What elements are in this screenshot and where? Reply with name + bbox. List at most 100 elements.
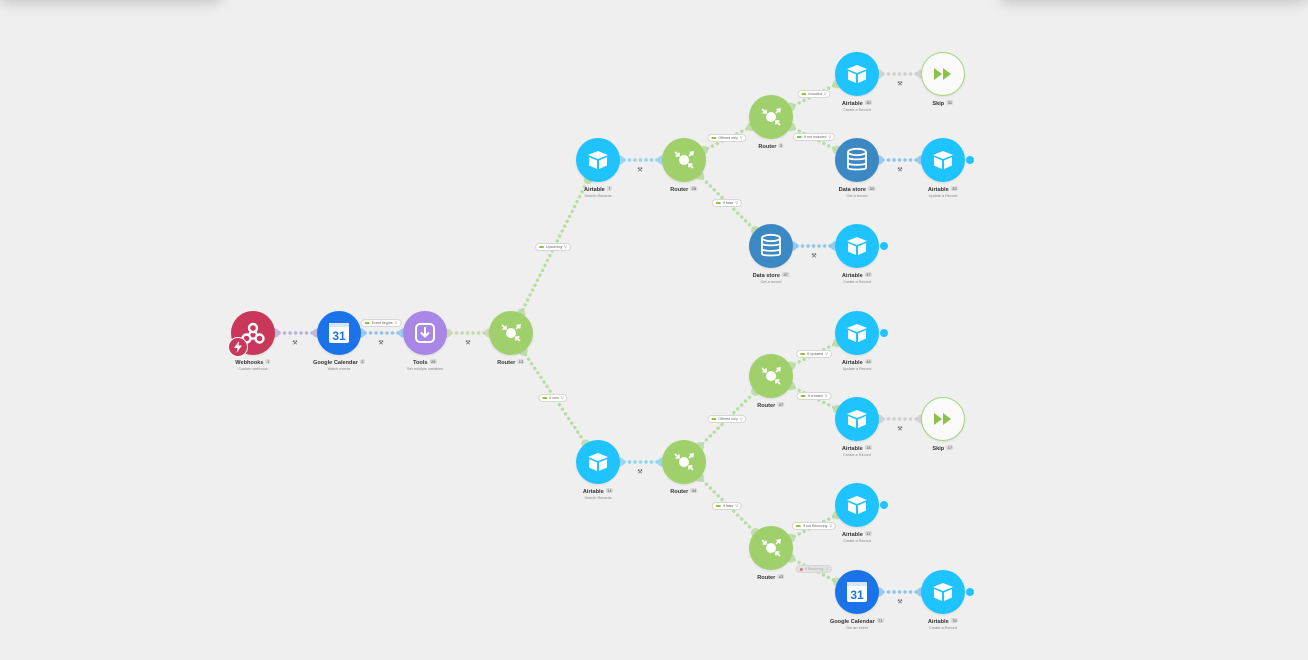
- route-filter[interactable]: If not Recurring▽: [791, 522, 837, 530]
- datastore-module[interactable]: [835, 138, 879, 182]
- route-filter[interactable]: If created▽: [796, 392, 832, 400]
- module-id-badge: 43: [777, 574, 785, 579]
- module-title: Google Calendar: [829, 619, 875, 625]
- gcal-module[interactable]: 31: [317, 311, 361, 355]
- funnel-icon: ▽: [825, 567, 829, 571]
- airtable-icon: [844, 233, 870, 259]
- airtable-module[interactable]: [921, 570, 965, 614]
- add-module-handle[interactable]: [880, 329, 888, 337]
- router-module[interactable]: [662, 138, 706, 182]
- airtable-module[interactable]: [835, 483, 879, 527]
- wrench-icon[interactable]: ⚒: [811, 253, 817, 260]
- route-filter[interactable]: Upcoming▽: [535, 243, 571, 251]
- route-filter[interactable]: If not Included▽: [792, 133, 836, 141]
- svg-text:31: 31: [850, 588, 864, 602]
- router-module[interactable]: [662, 440, 706, 484]
- airtable-module[interactable]: [835, 224, 879, 268]
- add-module-handle[interactable]: [880, 242, 888, 250]
- airtable-module[interactable]: [576, 138, 620, 182]
- skip-module[interactable]: [921, 52, 965, 96]
- airtable-icon: [844, 492, 870, 518]
- wrench-icon[interactable]: ⚒: [897, 81, 903, 88]
- filter-icon: [539, 246, 545, 248]
- airtable-module[interactable]: [576, 440, 620, 484]
- route-filter[interactable]: If updated▽: [796, 350, 832, 358]
- filter-icon: [800, 353, 806, 355]
- module-action: Get a record: [846, 194, 868, 198]
- datastore-module[interactable]: [749, 224, 793, 268]
- webhooks-module[interactable]: [231, 311, 275, 355]
- module-title: Router: [497, 360, 516, 366]
- wrench-icon[interactable]: ⚒: [637, 167, 643, 174]
- router-icon: [756, 361, 786, 391]
- module-action: Search Records: [584, 194, 612, 198]
- airtable-icon: [844, 406, 870, 432]
- airtable-module[interactable]: [835, 397, 879, 441]
- wrench-icon[interactable]: ⚒: [465, 340, 471, 347]
- connection-router_top-ds_r3[interactable]: [700, 176, 755, 230]
- connection-router_bot-router_bot_a[interactable]: [700, 392, 755, 446]
- route-filter[interactable]: Offered only▽: [707, 134, 747, 142]
- tools-icon: [412, 320, 438, 346]
- add-module-handle[interactable]: [966, 588, 974, 596]
- module-id-badge: 14: [605, 488, 614, 493]
- airtable-icon: [844, 320, 870, 346]
- filter-icon: [796, 136, 802, 138]
- skip-module[interactable]: [921, 397, 965, 441]
- add-module-handle[interactable]: [966, 156, 974, 164]
- wrench-icon[interactable]: ⚒: [378, 340, 384, 347]
- module-title: Router: [670, 489, 689, 495]
- route-filter[interactable]: Offered only▽: [707, 415, 747, 423]
- router-icon: [496, 318, 526, 348]
- module-id-badge: 11: [864, 531, 872, 536]
- route-filter[interactable]: If Recurring▽: [795, 565, 833, 573]
- route-filter[interactable]: If false▽: [711, 199, 743, 207]
- gcal-module[interactable]: 31: [835, 570, 879, 614]
- svg-text:31: 31: [332, 329, 346, 343]
- module-title: Airtable: [841, 360, 863, 366]
- module-id-badge: 7: [606, 186, 613, 191]
- funnel-icon: ▽: [829, 524, 833, 528]
- wrench-icon[interactable]: ⚒: [637, 469, 643, 476]
- router-module[interactable]: [489, 311, 533, 355]
- filter-icon: [711, 418, 717, 420]
- filter-label: Upcoming: [546, 245, 563, 249]
- airtable-icon: [844, 61, 870, 87]
- wrench-icon[interactable]: ⚒: [897, 167, 903, 174]
- funnel-icon: ▽: [824, 394, 828, 398]
- router-icon: [756, 533, 786, 563]
- router-module[interactable]: [749, 354, 793, 398]
- add-module-handle[interactable]: [880, 501, 888, 509]
- router-module[interactable]: [749, 95, 793, 139]
- connection-router_bot-router_bot_b[interactable]: [700, 478, 755, 532]
- module-id-badge: 26: [429, 359, 437, 364]
- module-id-badge: 44: [864, 359, 873, 364]
- airtable-module[interactable]: [921, 138, 965, 182]
- router-module[interactable]: [749, 526, 793, 570]
- airtable-icon: [930, 147, 956, 173]
- route-filter[interactable]: Included▽: [797, 90, 831, 98]
- route-filter[interactable]: If new▽: [538, 394, 568, 402]
- route-filter[interactable]: Event begins▽: [360, 319, 402, 327]
- module-title: Google Calendar: [313, 360, 358, 366]
- connection-router_main-at_bot[interactable]: [523, 352, 586, 443]
- airtable-module[interactable]: [835, 52, 879, 96]
- module-action: Update a Record: [842, 367, 872, 371]
- module-action: Search Records: [584, 496, 612, 500]
- airtable-module[interactable]: [835, 311, 879, 355]
- skip-icon: [932, 411, 954, 427]
- google-calendar-icon: 31: [844, 579, 870, 605]
- wrench-icon[interactable]: ⚒: [897, 599, 903, 606]
- wrench-icon[interactable]: ⚒: [292, 340, 298, 347]
- route-filter[interactable]: If false▽: [711, 502, 743, 510]
- filter-icon: [715, 202, 721, 204]
- tools-module[interactable]: [403, 311, 447, 355]
- wrench-icon[interactable]: ⚒: [897, 426, 903, 433]
